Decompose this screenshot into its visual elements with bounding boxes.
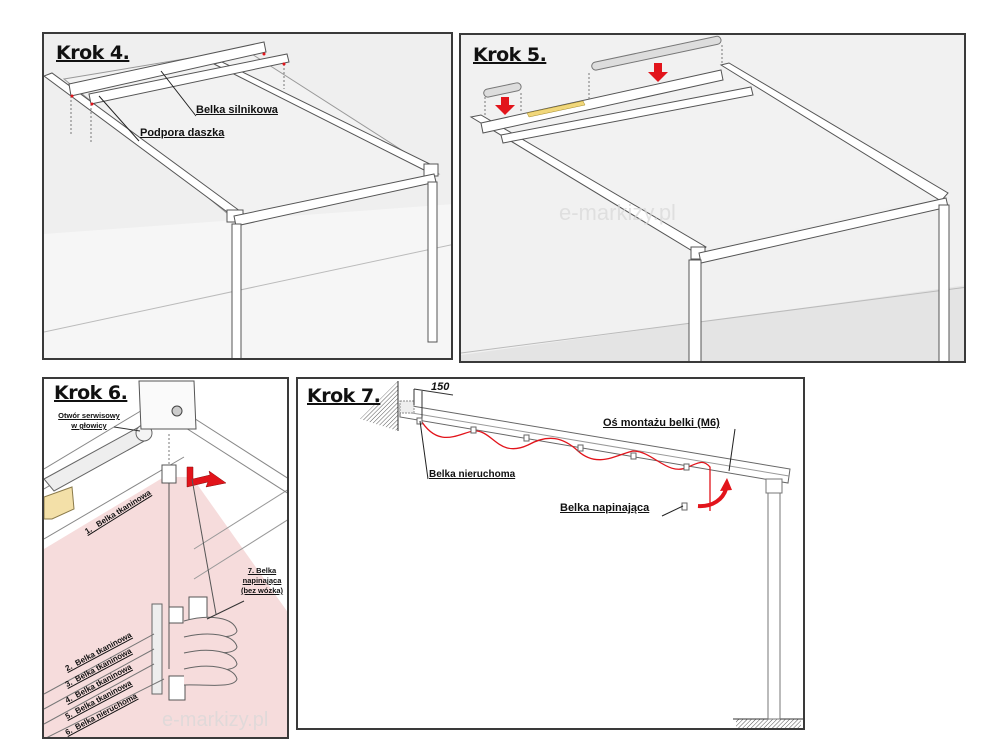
turn-arrow-icon [186, 466, 227, 488]
yellow-bar [526, 100, 586, 118]
step-title: Krok 4. [56, 42, 130, 64]
label-tension-beam-line3: (bez wózka) [240, 586, 284, 595]
beam-stack [151, 596, 238, 701]
leader-line [206, 600, 245, 620]
rail-line [193, 489, 287, 550]
watermark: e-markizy.pl [162, 709, 269, 731]
floor-line [461, 287, 964, 354]
right-rail [719, 62, 949, 202]
screw-marker [90, 102, 94, 106]
down-arrow-icon [495, 97, 515, 115]
wood-bracket [44, 486, 75, 520]
dimension-label: 150 [431, 381, 450, 393]
roller-large [591, 35, 722, 71]
rail-line [193, 519, 287, 580]
label-tension-beam-line2: napinająca [242, 576, 282, 585]
step-4-panel: Krok 4. Belka silnikowa Podpora daszka [42, 32, 453, 360]
floor-line [44, 244, 451, 333]
motor-beam [68, 41, 267, 97]
screw-marker [70, 94, 74, 98]
front-post-right [427, 181, 438, 343]
rail-line [44, 408, 145, 470]
step-6-panel: Krok 6. Otwór serwisowy w głowicy 7. Bel… [42, 377, 289, 739]
screw-marker [262, 52, 266, 56]
step-title: Krok 5. [473, 44, 547, 66]
fabric-panel [44, 477, 287, 737]
step-4-illustration [44, 41, 451, 358]
wall-bracket [399, 400, 415, 414]
head-box [138, 380, 197, 430]
beam-line [44, 663, 155, 725]
step-5-illustration [461, 35, 964, 361]
floor [461, 285, 964, 361]
label-service-hole-line2: w głowicy [71, 421, 107, 430]
label-motor-beam: Belka silnikowa [196, 104, 278, 116]
step-5-panel: Krok 5. e-markizy.pl [459, 33, 966, 363]
watermark: e-markizy.pl [559, 200, 676, 225]
rail-inner-line [399, 410, 790, 477]
leader-line [98, 95, 140, 142]
label-fixed-beam: Belka nieruchoma [429, 469, 516, 480]
screw-marker [282, 62, 286, 66]
leader-line [661, 505, 684, 517]
down-arrow-icon [648, 63, 668, 82]
leader-line [113, 426, 141, 432]
label-roof-support: Podpora daszka [140, 127, 225, 139]
post-cap [765, 478, 783, 494]
service-hole [171, 405, 183, 417]
curved-arrow-icon [697, 478, 732, 509]
label-mount-axis: Oś montażu belki (M6) [603, 417, 720, 429]
roof-support-beam [88, 53, 290, 105]
front-post-right [938, 204, 950, 361]
hanger-icons [416, 417, 690, 511]
motor-beam [480, 69, 724, 134]
roller-small [483, 82, 522, 98]
label-tension-beam-line1: 7. Belka [247, 566, 277, 575]
carriage [161, 464, 177, 484]
step-title: Krok 7. [307, 385, 381, 407]
leader-line [419, 420, 429, 480]
rail-line [44, 456, 185, 540]
left-rail [469, 114, 707, 256]
dimension-line [413, 388, 454, 396]
roller [44, 426, 149, 492]
step-7-illustration [360, 381, 803, 728]
beam-line [44, 648, 155, 710]
label-service-hole-line1: Otwór serwisowy [58, 411, 120, 420]
post [767, 478, 781, 720]
step-6-illustration [44, 380, 287, 737]
wall-hatch [360, 381, 398, 431]
support-beam [500, 86, 754, 144]
ground-hatch [736, 719, 801, 728]
leader-line [728, 428, 736, 472]
step-title: Krok 6. [54, 382, 128, 404]
floor [44, 204, 451, 358]
beam-line [46, 678, 165, 737]
front-post-left [688, 259, 702, 361]
front-post-left [231, 223, 242, 358]
label-tension-beam: 7. Belka napinająca (bez wózka) [232, 566, 287, 596]
fabric-edge [191, 478, 217, 615]
leader-line [160, 70, 197, 117]
step-7-panel: Krok 7. 150 Belka nieruchoma Oś montażu … [296, 377, 805, 730]
label-tension-beam: Belka napinająca [560, 502, 650, 514]
label-service-hole: Otwór serwisowy w głowicy [46, 411, 132, 431]
beam-line [44, 633, 155, 695]
